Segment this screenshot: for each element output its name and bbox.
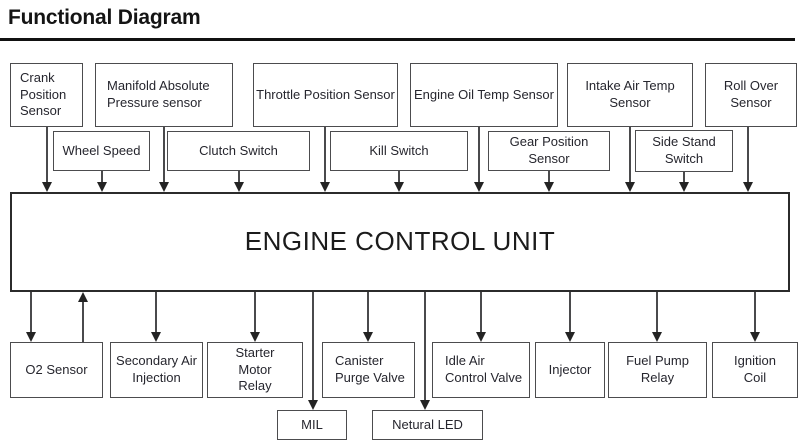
connector-line <box>254 292 256 333</box>
arrowhead-down-icon <box>474 182 484 192</box>
node-starter-motor-relay: Starter Motor Relay <box>207 342 303 398</box>
node-crank-position-sensor: Crank Position Sensor <box>10 63 83 127</box>
connector-line <box>163 127 165 183</box>
node-kill-switch: Kill Switch <box>330 131 468 171</box>
arrowhead-down-icon <box>652 332 662 342</box>
page-title: Functional Diagram <box>8 6 201 29</box>
arrowhead-down-icon <box>476 332 486 342</box>
connector-line <box>398 171 400 183</box>
connector-line <box>478 127 480 183</box>
connector-line <box>629 127 631 183</box>
connector-line <box>324 127 326 183</box>
connector-line <box>424 292 426 401</box>
arrowhead-down-icon <box>544 182 554 192</box>
arrowhead-down-icon <box>394 182 404 192</box>
arrowhead-down-icon <box>625 182 635 192</box>
arrowhead-down-icon <box>250 332 260 342</box>
node-roll-over-sensor: Roll Over Sensor <box>705 63 797 127</box>
arrowhead-down-icon <box>159 182 169 192</box>
connector-line <box>754 292 756 333</box>
arrowhead-down-icon <box>234 182 244 192</box>
title-underline <box>0 38 795 41</box>
connector-line <box>548 171 550 183</box>
node-fuel-pump-relay: Fuel Pump Relay <box>608 342 707 398</box>
node-netural-led: Netural LED <box>372 410 483 440</box>
connector-line <box>656 292 658 333</box>
node-throttle-position-sensor: Throttle Position Sensor <box>253 63 398 127</box>
connector-line <box>747 127 749 183</box>
arrowhead-down-icon <box>42 182 52 192</box>
node-clutch-switch: Clutch Switch <box>167 131 310 171</box>
node-ignition-coil: Ignition Coil <box>712 342 798 398</box>
connector-line <box>101 171 103 183</box>
node-wheel-speed: Wheel Speed <box>53 131 150 171</box>
arrowhead-up-icon <box>78 292 88 302</box>
connector-line <box>238 171 240 183</box>
node-mil: MIL <box>277 410 347 440</box>
arrowhead-down-icon <box>743 182 753 192</box>
arrowhead-down-icon <box>363 332 373 342</box>
arrowhead-down-icon <box>565 332 575 342</box>
node-manifold-absolute-pressure-sensor: Manifold Absolute Pressure sensor <box>95 63 233 127</box>
node-engine-oil-temp-sensor: Engine Oil Temp Sensor <box>410 63 558 127</box>
connector-line <box>30 292 32 333</box>
arrowhead-down-icon <box>679 182 689 192</box>
arrowhead-down-icon <box>97 182 107 192</box>
node-gear-position-sensor: Gear Position Sensor <box>488 131 610 171</box>
connector-line <box>155 292 157 333</box>
arrowhead-down-icon <box>26 332 36 342</box>
connector-line <box>480 292 482 333</box>
node-injector: Injector <box>535 342 605 398</box>
arrowhead-down-icon <box>320 182 330 192</box>
connector-line <box>367 292 369 333</box>
node-secondary-air-injection: Secondary Air Injection <box>110 342 203 398</box>
arrowhead-down-icon <box>308 400 318 410</box>
connector-line <box>46 127 48 183</box>
arrowhead-down-icon <box>420 400 430 410</box>
connector-line <box>82 301 84 342</box>
node-engine-control-unit: ENGINE CONTROL UNIT <box>10 192 790 292</box>
connector-line <box>569 292 571 333</box>
arrowhead-down-icon <box>151 332 161 342</box>
connector-line <box>683 172 685 183</box>
node-idle-air-control-valve: Idle Air Control Valve <box>432 342 530 398</box>
node-side-stand-switch: Side Stand Switch <box>635 130 733 172</box>
node-o2-sensor: O2 Sensor <box>10 342 103 398</box>
connector-line <box>312 292 314 401</box>
arrowhead-down-icon <box>750 332 760 342</box>
node-intake-air-temp-sensor: Intake Air Temp Sensor <box>567 63 693 127</box>
node-canister-purge-valve: Canister Purge Valve <box>322 342 415 398</box>
